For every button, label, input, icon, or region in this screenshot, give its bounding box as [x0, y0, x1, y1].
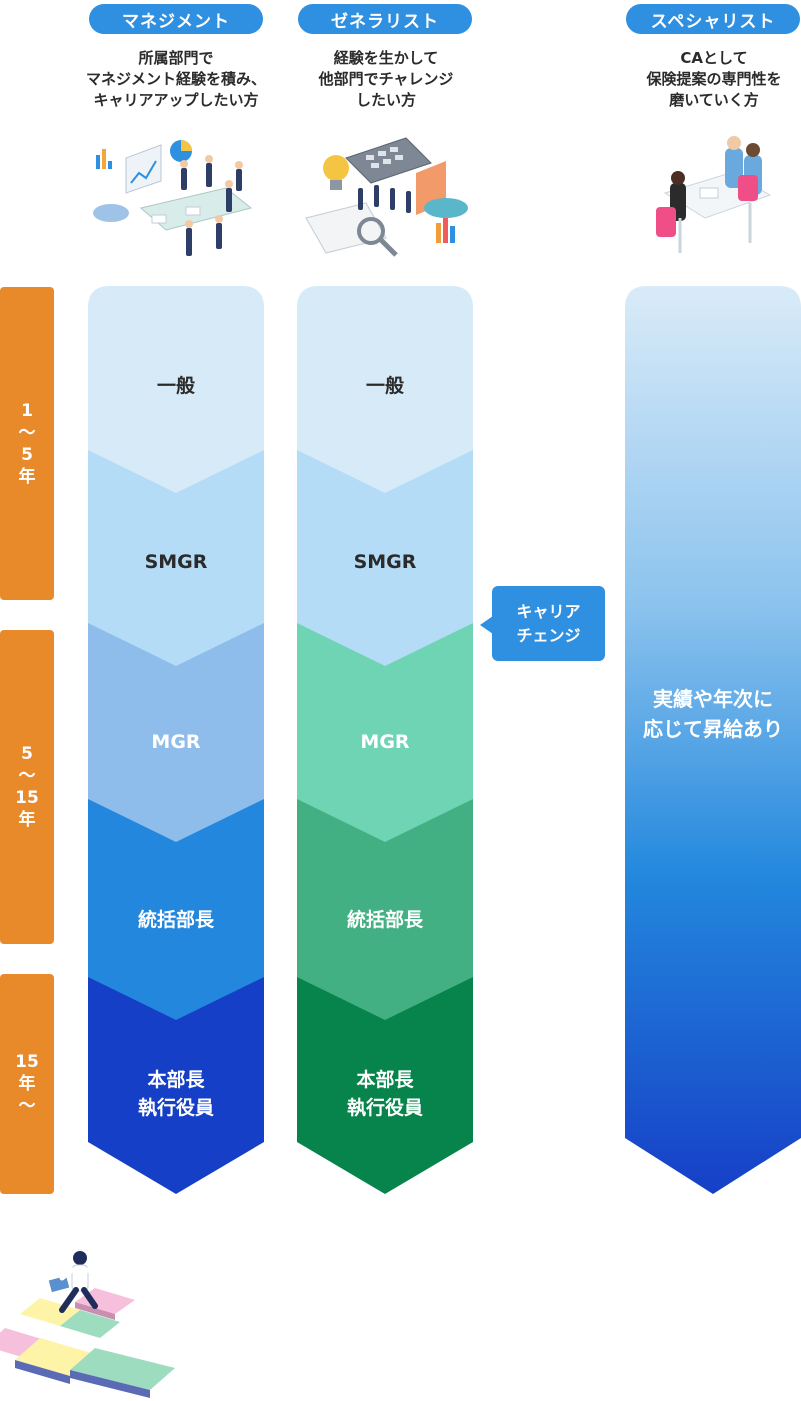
career-change-callout: キャリアチェンジ: [480, 586, 605, 661]
management-stage-general: [88, 286, 264, 496]
generalist-stage-mgr: [297, 623, 473, 846]
management-stage-mgr: [88, 623, 264, 846]
generalist-tools-illustration: [305, 137, 468, 257]
generalist-label-director: 統括部長: [346, 909, 423, 931]
generalist-career-path: [297, 286, 473, 1194]
generalist-label-mgr: MGR: [360, 731, 410, 753]
management-label-mgr: MGR: [151, 731, 201, 753]
management-career-path: [88, 286, 264, 1194]
specialist-consultation-illustration: [656, 136, 772, 253]
generalist-title: ゼネラリスト: [298, 4, 472, 34]
management-title: マネジメント: [89, 4, 263, 34]
generalist-stage-general: [297, 286, 473, 496]
career-jump-illustration: [0, 1251, 175, 1398]
management-stage-executive: [88, 977, 264, 1194]
management-stage-smgr: [88, 450, 264, 670]
management-label-executive: 本部長執行役員: [137, 1069, 214, 1119]
specialist-description: CAとして保険提案の専門性を磨いていく方: [646, 49, 782, 109]
generalist-description: 経験を生かして他部門でチャレンジしたい方: [318, 49, 454, 109]
management-stage-director: [88, 799, 264, 1024]
generalist-label-general: 一般: [365, 375, 404, 397]
specialist-title: スペシャリスト: [626, 4, 800, 34]
generalist-stage-director: [297, 799, 473, 1024]
management-label-director: 統括部長: [137, 909, 214, 931]
management-description: 所属部門でマネジメント経験を積み、キャリアアップしたい方: [85, 49, 266, 109]
generalist-stage-smgr: [297, 450, 473, 670]
specialist-stage-bar: [625, 286, 801, 1194]
management-label-general: 一般: [156, 375, 195, 397]
management-label-smgr: SMGR: [144, 551, 208, 573]
management-meeting-illustration: [93, 140, 253, 256]
specialist-body-label: 実績や年次に応じて昇給あり: [643, 687, 783, 741]
generalist-label-smgr: SMGR: [353, 551, 417, 573]
generalist-label-executive: 本部長執行役員: [346, 1069, 423, 1119]
specialist-career-path: [625, 286, 801, 1194]
generalist-stage-executive: [297, 977, 473, 1194]
